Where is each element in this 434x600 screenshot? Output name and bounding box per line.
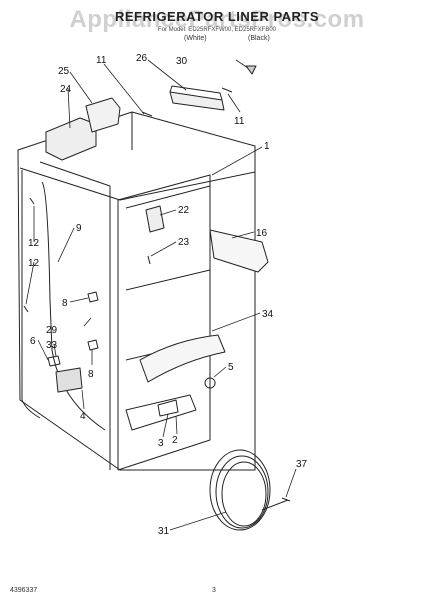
inner-rear-edges <box>117 185 211 470</box>
callout-11a: 11 <box>96 55 107 66</box>
small-part-6 <box>47 355 61 367</box>
callout-5: 5 <box>228 362 234 373</box>
page-title: REFRIGERATOR LINER PARTS <box>114 9 320 24</box>
screw-12 <box>23 197 35 313</box>
callout-37: 37 <box>296 459 308 470</box>
housing-assembly <box>45 117 97 161</box>
liner-outer-shell <box>17 111 256 471</box>
divider-mullion <box>41 181 106 431</box>
bottom-tray <box>125 394 197 431</box>
callout-1: 1 <box>264 141 270 152</box>
callout-6: 6 <box>30 336 36 347</box>
callout-34: 34 <box>262 309 274 320</box>
watermark: AppliancePartsPros.com <box>69 6 365 33</box>
callout-25: 25 <box>58 66 70 77</box>
clip-8b <box>87 339 99 351</box>
page-number: 3 <box>212 587 216 594</box>
leader-lines <box>25 59 297 531</box>
callout-12b: 12 <box>28 258 40 269</box>
bracket-22 <box>145 205 165 233</box>
tray-parts <box>157 399 179 417</box>
callout-26: 26 <box>136 53 148 64</box>
variant-white: (White) <box>184 35 207 42</box>
screw-23 <box>147 255 151 265</box>
small-part-5 <box>204 377 216 389</box>
bracket-16 <box>209 229 269 273</box>
tubing-coil <box>209 449 271 531</box>
freezer-left-wall <box>21 170 41 419</box>
shelf-panel <box>139 334 226 383</box>
callout-9: 9 <box>76 223 82 234</box>
callout-23: 23 <box>178 237 190 248</box>
screw-37 <box>281 497 291 502</box>
callout-2: 2 <box>172 435 178 446</box>
callout-30: 30 <box>176 56 188 67</box>
small-part-4 <box>55 367 83 393</box>
clip-8a <box>87 291 99 303</box>
callout-33: 33 <box>46 340 58 351</box>
callout-labels: 1 3 2 4 5 6 8 8 9 11 11 12 12 16 22 23 2… <box>28 53 308 537</box>
small-part-30 <box>245 65 257 75</box>
trim-strip <box>169 91 225 111</box>
compartment-frame <box>117 174 211 471</box>
callout-3: 3 <box>158 438 164 449</box>
document-number: 4396337 <box>10 587 38 594</box>
callout-29: 29 <box>46 325 58 336</box>
callout-12a: 12 <box>28 238 40 249</box>
liner-side-wall <box>39 161 119 470</box>
callout-22: 22 <box>178 205 190 216</box>
callout-11b: 11 <box>234 116 245 127</box>
callout-8b: 8 <box>88 369 94 380</box>
callout-24: 24 <box>60 84 72 95</box>
callout-4: 4 <box>80 411 86 422</box>
callout-31: 31 <box>158 526 170 537</box>
model-subtitle: For Model: ED25RFXFW00, ED25RFXFB00 <box>157 27 277 33</box>
screw-11 <box>141 87 233 117</box>
callout-8a: 8 <box>62 298 68 309</box>
callout-16: 16 <box>256 228 268 239</box>
variant-black: (Black) <box>248 35 270 42</box>
